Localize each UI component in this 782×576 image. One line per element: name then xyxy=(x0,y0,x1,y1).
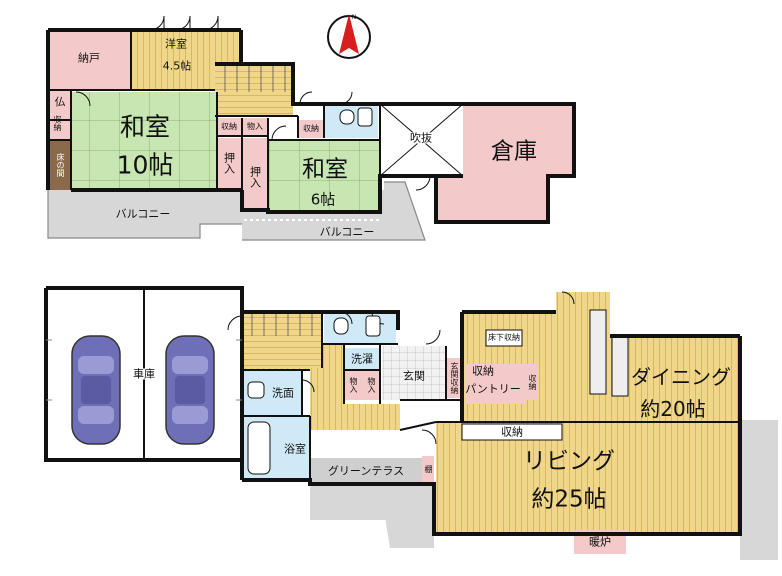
label-dining-size: 約20帖 xyxy=(640,397,706,421)
label-danro: 暖炉 xyxy=(589,535,611,549)
label-shuunou-a: 収納 xyxy=(221,122,237,131)
hallway xyxy=(242,344,400,430)
label-washitsu10-size: 10帖 xyxy=(116,150,174,180)
label-green-terrace: グリーンテラス xyxy=(327,464,405,478)
label-living-size: 約25帖 xyxy=(531,486,607,513)
label-shuunou-d: 収納 xyxy=(472,364,494,378)
label-tokonoma: 床の間 xyxy=(56,153,65,177)
car-icon-left xyxy=(68,330,124,450)
label-yukashita-shuunou: 床下収納 xyxy=(488,333,520,342)
car-icon-right xyxy=(162,330,218,450)
label-oshiire-a: 押入 xyxy=(222,152,236,174)
living-room xyxy=(436,422,740,534)
label-sentaku: 洗濯 xyxy=(351,352,373,366)
label-shuunou-e: 収納 xyxy=(528,374,537,390)
label-genkan: 玄関 xyxy=(403,369,425,383)
label-pantry: パントリー xyxy=(465,382,521,396)
souko-room xyxy=(436,104,574,222)
label-balcony-left: バルコニー xyxy=(115,207,171,221)
label-butsudan: 仏 xyxy=(54,95,66,109)
tokonoma-alcove xyxy=(48,140,71,190)
green-terrace xyxy=(310,458,422,484)
label-monoire-c: 物入 xyxy=(349,377,358,393)
washitsu6-room xyxy=(268,140,380,212)
label-oshiire-b: 押入 xyxy=(248,166,262,188)
label-living-name: リビング xyxy=(523,448,615,475)
compass-letter: N xyxy=(351,14,357,21)
label-genkan-shuunou: 玄関収納 xyxy=(450,362,459,394)
washitsu10-room xyxy=(71,92,217,188)
label-monoire-d: 物入 xyxy=(367,377,376,393)
stair-lower xyxy=(242,312,322,368)
label-balcony-right: バルコニー xyxy=(319,225,375,239)
label-washitsu10-name: 和室 xyxy=(119,112,171,142)
compass-icon xyxy=(327,14,371,59)
car-left-shape xyxy=(71,335,121,445)
label-washitsu6-size: 6帖 xyxy=(310,190,336,209)
car-right-shape xyxy=(165,335,215,445)
stair-upper xyxy=(215,64,293,116)
label-shuunou-left: 収納 xyxy=(53,115,62,131)
label-shuunou-b: 収納 xyxy=(303,124,319,133)
label-senmen: 洗面 xyxy=(272,386,294,400)
label-youshitsu-name: 洋室 xyxy=(165,37,187,51)
label-dining-name: ダイニング xyxy=(631,365,731,389)
label-monoire-a: 物入 xyxy=(247,122,263,131)
upper-floor xyxy=(46,15,576,241)
label-youshitsu-size: 4.5帖 xyxy=(162,59,192,73)
nando-room xyxy=(48,30,131,90)
label-souko: 倉庫 xyxy=(491,138,537,165)
label-yokushitsu: 浴室 xyxy=(284,442,306,456)
label-tana: 棚 xyxy=(424,465,433,473)
lower-floor xyxy=(44,286,778,560)
balcony-left xyxy=(48,190,242,238)
label-fukinuke: 吹抜 xyxy=(408,131,434,145)
label-nando: 納戸 xyxy=(78,51,100,65)
label-shako: 車庫 xyxy=(133,367,155,381)
label-shuunou-f: 収納 xyxy=(501,425,523,439)
outer-terrace-right xyxy=(740,420,778,560)
label-washitsu6-name: 和室 xyxy=(302,156,348,183)
